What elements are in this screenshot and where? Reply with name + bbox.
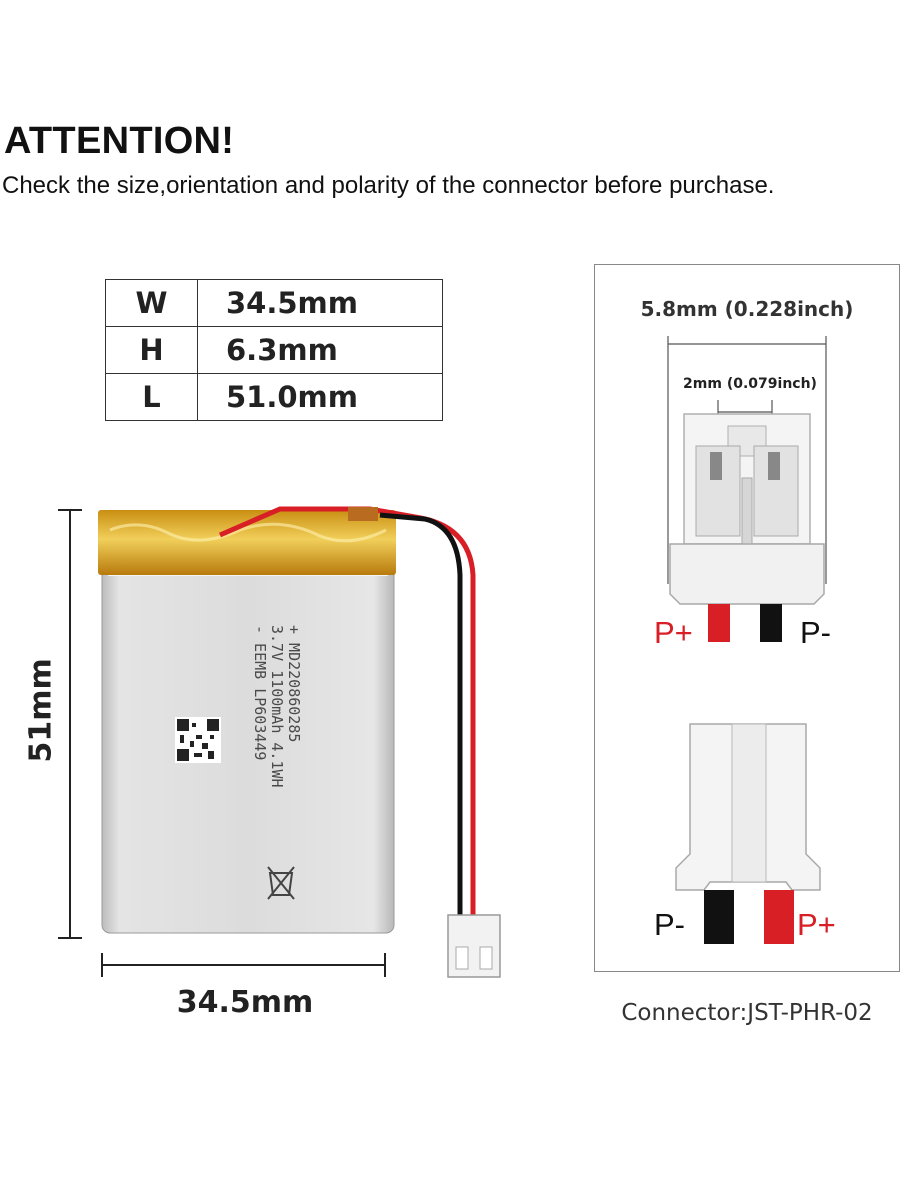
dimensions-table: W 34.5mm H 6.3mm L 51.0mm [105,279,443,421]
connector-type-label: Connector:JST-PHR-02 [621,1000,873,1026]
dimension-key: L [105,373,198,421]
battery-print-line: 3.7V 1100mAh 4.1WH [268,625,286,788]
dimension-value: 6.3mm [197,326,443,374]
black-wire [379,512,463,915]
dimension-value: 34.5mm [197,279,443,327]
bottom-negative-label: P- [654,907,685,942]
recycle-bin-icon [267,866,295,900]
qr-code-icon [175,717,221,763]
battery-print-line: + MD220860285 [285,625,303,742]
battery-tape [98,510,396,575]
dimension-key: H [105,326,198,374]
bottom-positive-label: P+ [797,907,836,942]
battery-illustration: - EEMB LP603449 3.7V 1100mAh 4.1WH + MD2… [58,506,501,978]
top-negative-label: P- [800,615,831,650]
connector-outer-pitch-label: 5.8mm (0.228inch) [640,297,854,321]
top-view-connector [669,413,825,642]
side-view-connector [675,723,821,944]
attention-heading: ATTENTION! [4,120,235,162]
table-row: L 51.0mm [105,373,443,421]
dimension-value: 51.0mm [197,373,443,421]
battery-width-label: 34.5mm [176,985,314,1020]
table-row: H 6.3mm [105,326,443,374]
battery-length-label: 51mm [23,658,59,763]
table-row: W 34.5mm [105,279,443,327]
top-positive-label: P+ [654,615,693,650]
connector-detail-panel [594,264,900,972]
battery-cell [101,564,395,934]
dimension-key: W [105,279,198,327]
connector-inner-pitch-label: 2mm (0.079inch) [683,376,817,392]
connector-illustration [667,336,827,944]
battery-print-line: - EEMB LP603449 [251,625,269,760]
attention-subtitle: Check the size,orientation and polarity … [2,172,775,199]
